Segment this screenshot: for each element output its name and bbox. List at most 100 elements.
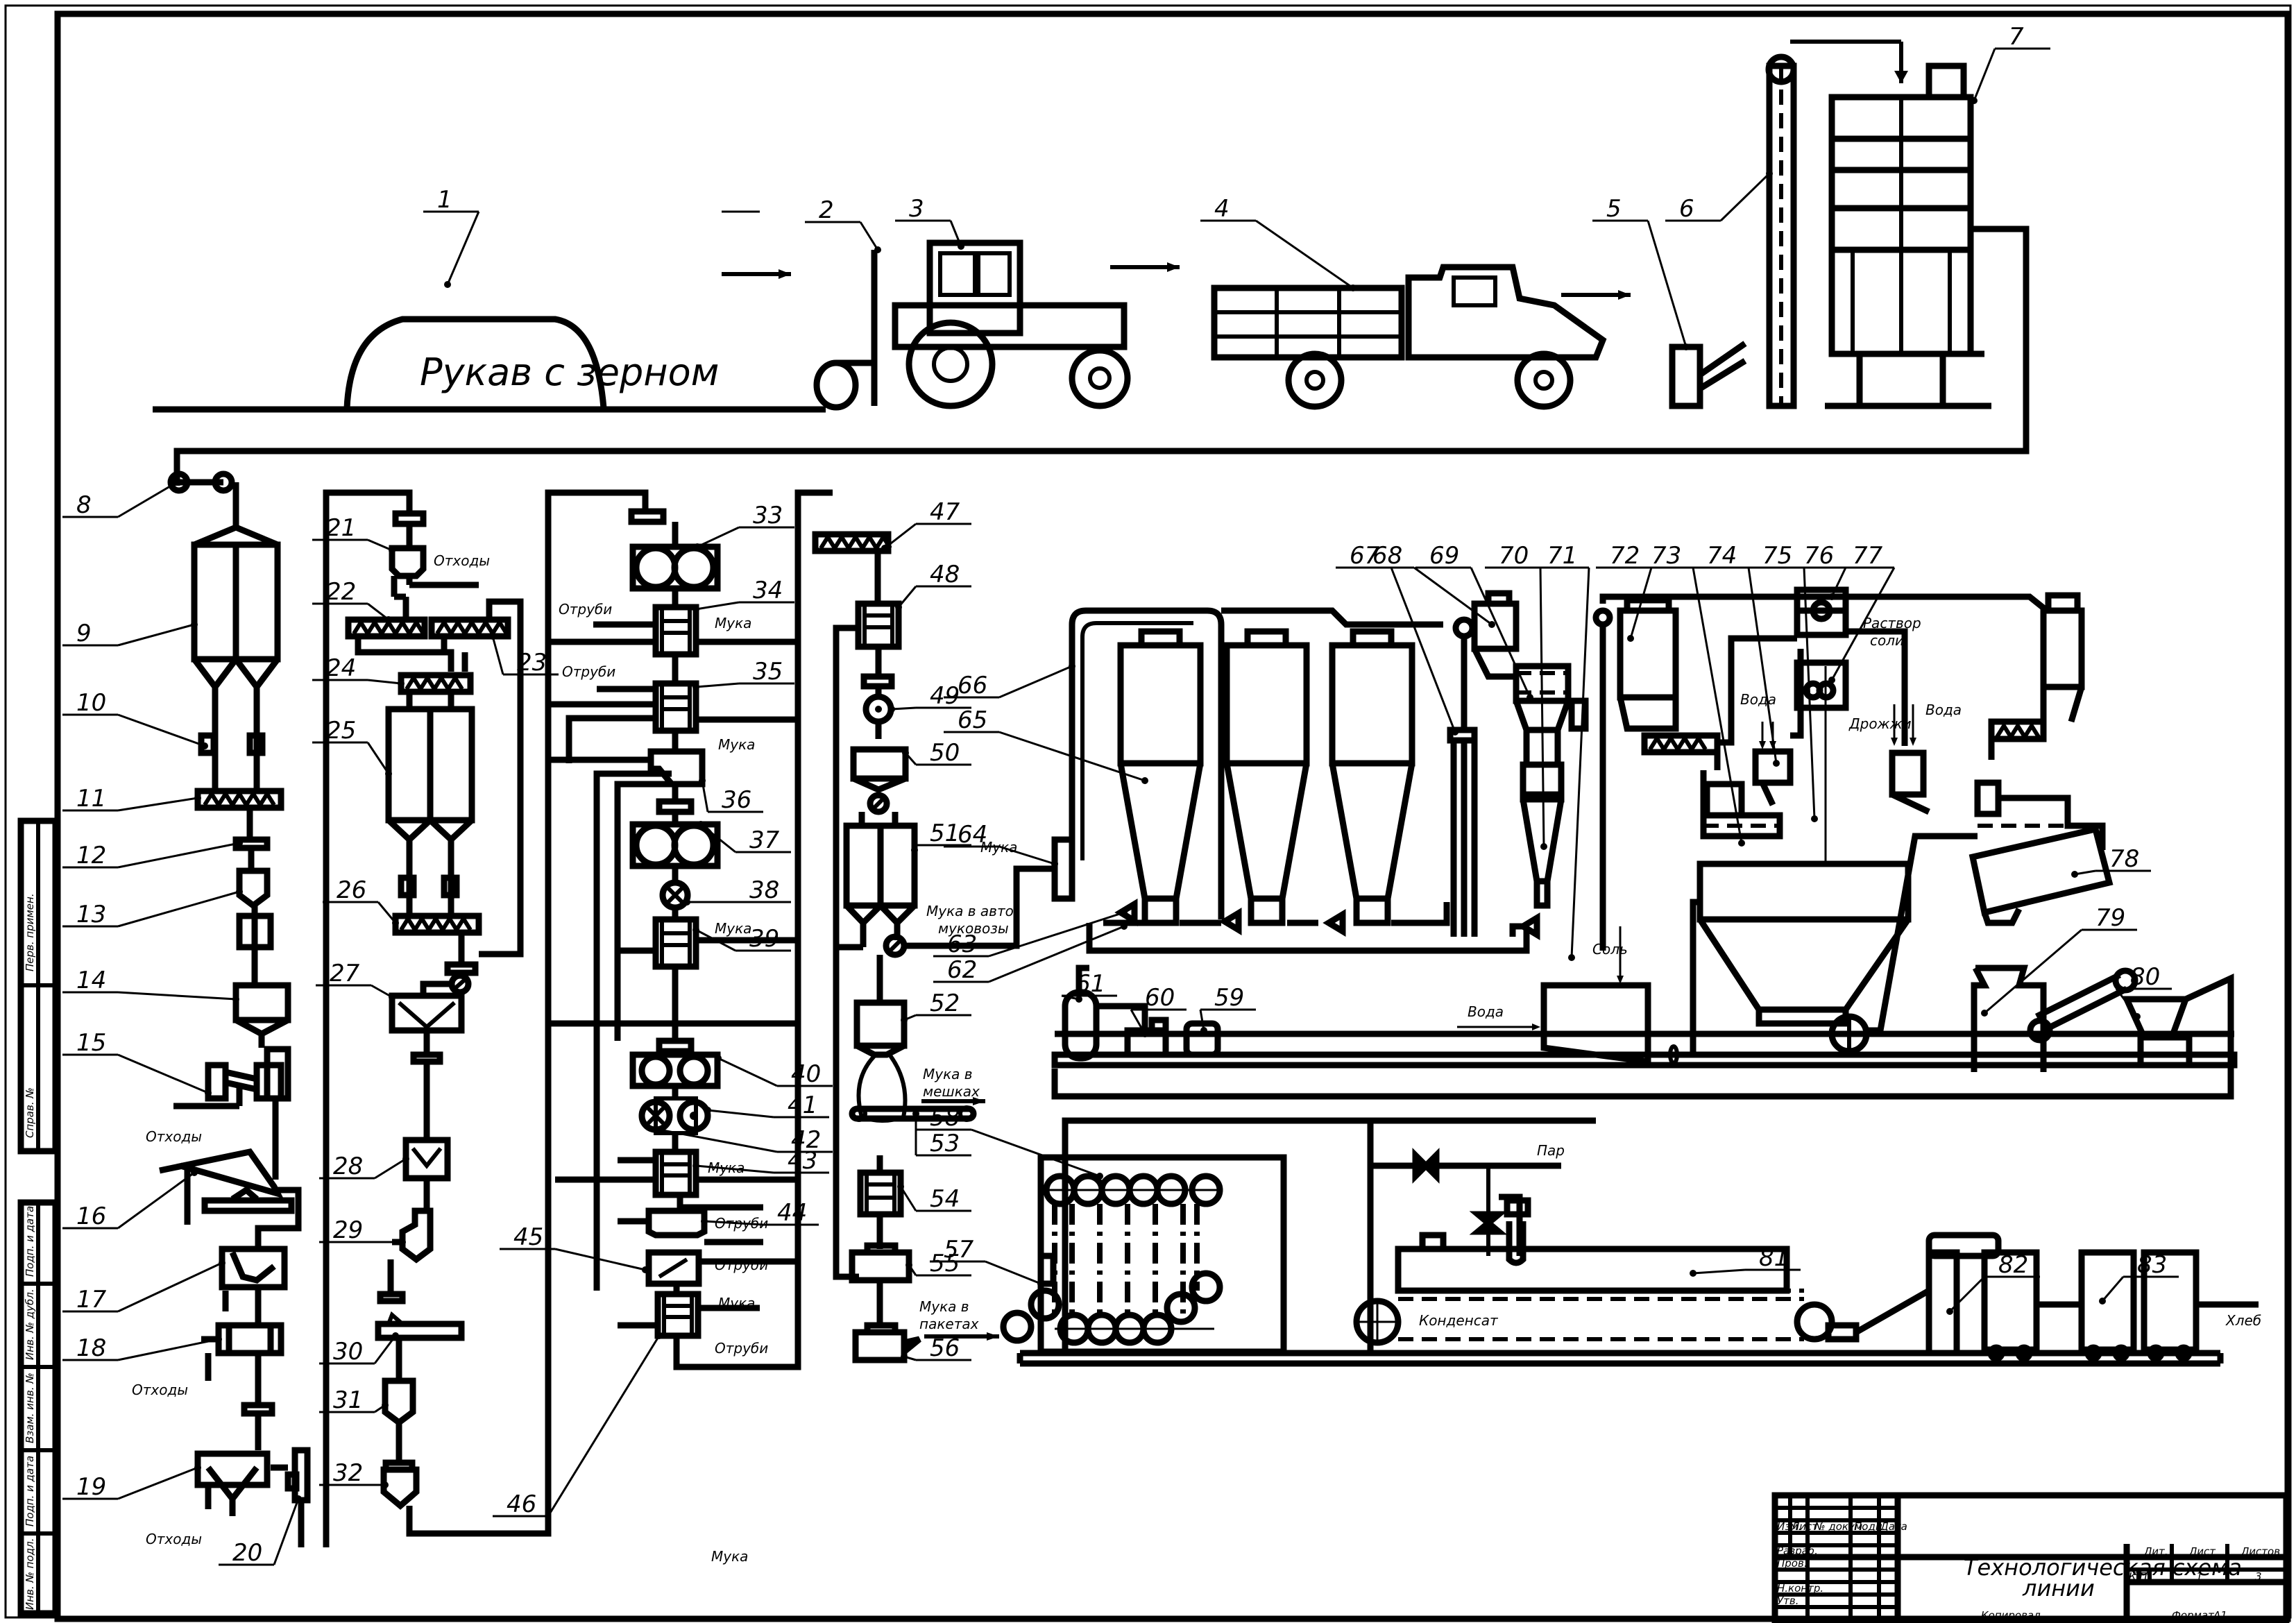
position-number: 53 — [930, 1130, 960, 1157]
leader-line — [273, 1498, 300, 1565]
leader-dot — [902, 749, 909, 756]
stamp-sign-date-2: Подп. и дата — [24, 1456, 36, 1527]
leader-line — [1984, 928, 2082, 1014]
cleaning-column: Отходы Отходы Отходы — [132, 470, 311, 1547]
leader-line — [998, 845, 1055, 865]
leader-dot — [191, 621, 198, 628]
position-number: 79 — [2095, 904, 2125, 932]
position-number: 80 — [2130, 963, 2160, 991]
leader-dot — [1051, 860, 1058, 867]
leader-line — [707, 1109, 774, 1119]
leader-dot — [1096, 1173, 1103, 1180]
side-stamp: Перв. примен. Справ. № Подп. и дата Инв.… — [17, 817, 59, 1617]
leader-dot — [1527, 694, 1533, 701]
flour-label-46: Мука — [711, 1548, 748, 1565]
leader-dot — [656, 1126, 663, 1133]
position-number: 28 — [333, 1153, 363, 1180]
grain-sleeve-caption: Рукав с зерном — [420, 350, 719, 394]
waste-label-18: Отходы — [132, 1382, 188, 1398]
tb-format-label: Формат — [2172, 1609, 2215, 1622]
position-number: 35 — [753, 658, 783, 686]
leader-dot — [194, 794, 201, 801]
leader-dot — [215, 1336, 222, 1343]
grain-sleeve-1 — [343, 316, 607, 409]
leader-dot — [1568, 954, 1575, 961]
stamp-dup-inv: Инв. № дубл. — [24, 1289, 36, 1360]
leader-line — [377, 901, 397, 924]
leader-dot — [1683, 343, 1690, 350]
tractor-3 — [892, 239, 1131, 409]
position-number: 70 — [1499, 542, 1529, 570]
bread-label: Хлеб — [2225, 1312, 2261, 1329]
leader-dot — [392, 919, 399, 926]
leader-dot — [901, 1017, 908, 1023]
leader-line — [884, 522, 917, 550]
position-number: 9 — [76, 620, 92, 647]
tb-lit-label: Лит. — [2143, 1545, 2168, 1558]
flour-label-39: Мука — [715, 920, 751, 937]
position-number: 52 — [930, 989, 960, 1017]
tb-row-approved: Утв. — [1777, 1595, 1799, 1607]
position-number: 10 — [76, 689, 106, 717]
position-number: 29 — [333, 1216, 363, 1244]
bran-label-34: Отруби — [559, 601, 612, 618]
position-number: 65 — [958, 706, 987, 734]
flour-bags-label-1: Мука в — [923, 1066, 973, 1082]
tb-sheets-value: 3 — [2255, 1570, 2262, 1583]
leader-dot — [1075, 996, 1082, 1003]
leader-line — [117, 1053, 209, 1094]
leader-line — [491, 636, 504, 675]
leader-dot — [912, 1110, 919, 1117]
leader-line — [1692, 1268, 1746, 1275]
water-label-tank: Вода — [1468, 1003, 1504, 1020]
position-number: 56 — [930, 1334, 960, 1362]
position-number: 1 — [437, 186, 452, 214]
position-number: 37 — [749, 826, 780, 854]
leader-line — [366, 742, 390, 774]
leader-dot — [399, 1239, 406, 1246]
position-number: 21 — [326, 514, 356, 542]
leader-line — [2074, 869, 2096, 876]
bran-label-46: Отруби — [715, 1340, 768, 1357]
position-number: 63 — [947, 931, 977, 958]
leader-dot — [444, 281, 451, 288]
flour-trucks-label-1: Мука в авто — [926, 903, 1014, 919]
bran-label-35: Отруби — [562, 663, 615, 680]
leader-line — [117, 623, 195, 647]
tb-col-change: Изм. — [1777, 1520, 1801, 1533]
leader-line — [1629, 567, 1653, 639]
leader-dot — [392, 1332, 399, 1339]
leader-line — [1470, 567, 1531, 698]
tb-row-developed: Разраб. — [1777, 1545, 1818, 1557]
leader-dot — [1627, 635, 1634, 642]
leader-dot — [1121, 923, 1128, 930]
position-number: 46 — [507, 1490, 536, 1518]
position-number: 18 — [76, 1334, 106, 1362]
leader-dot — [385, 770, 392, 777]
position-number: 20 — [232, 1539, 262, 1567]
tb-format-value: А1 — [2213, 1609, 2227, 1622]
leader-line — [117, 797, 198, 812]
waste-label-19: Отходы — [146, 1531, 202, 1547]
leader-line — [1570, 567, 1590, 958]
leader-line — [1413, 566, 1493, 626]
leader-line — [117, 1338, 219, 1361]
leader-dot — [1828, 593, 1835, 600]
salt-label: Соль — [1592, 941, 1628, 958]
leader-dot — [205, 1089, 212, 1096]
position-number: 61 — [1075, 970, 1105, 998]
tb-copied: Копировал — [1981, 1609, 2041, 1622]
position-number: 82 — [1998, 1251, 2028, 1279]
leader-line — [117, 481, 178, 518]
leader-dot — [911, 847, 918, 853]
leader-dot — [1200, 1027, 1207, 1034]
leader-line — [899, 1186, 917, 1212]
leader-dot — [1540, 843, 1547, 850]
waste-label-21: Отходы — [434, 552, 490, 569]
leader-line — [367, 538, 393, 552]
leader-line — [1803, 567, 1816, 819]
leader-dot — [1946, 1308, 1953, 1315]
position-number: 33 — [753, 502, 783, 529]
leader-dot — [692, 683, 699, 690]
